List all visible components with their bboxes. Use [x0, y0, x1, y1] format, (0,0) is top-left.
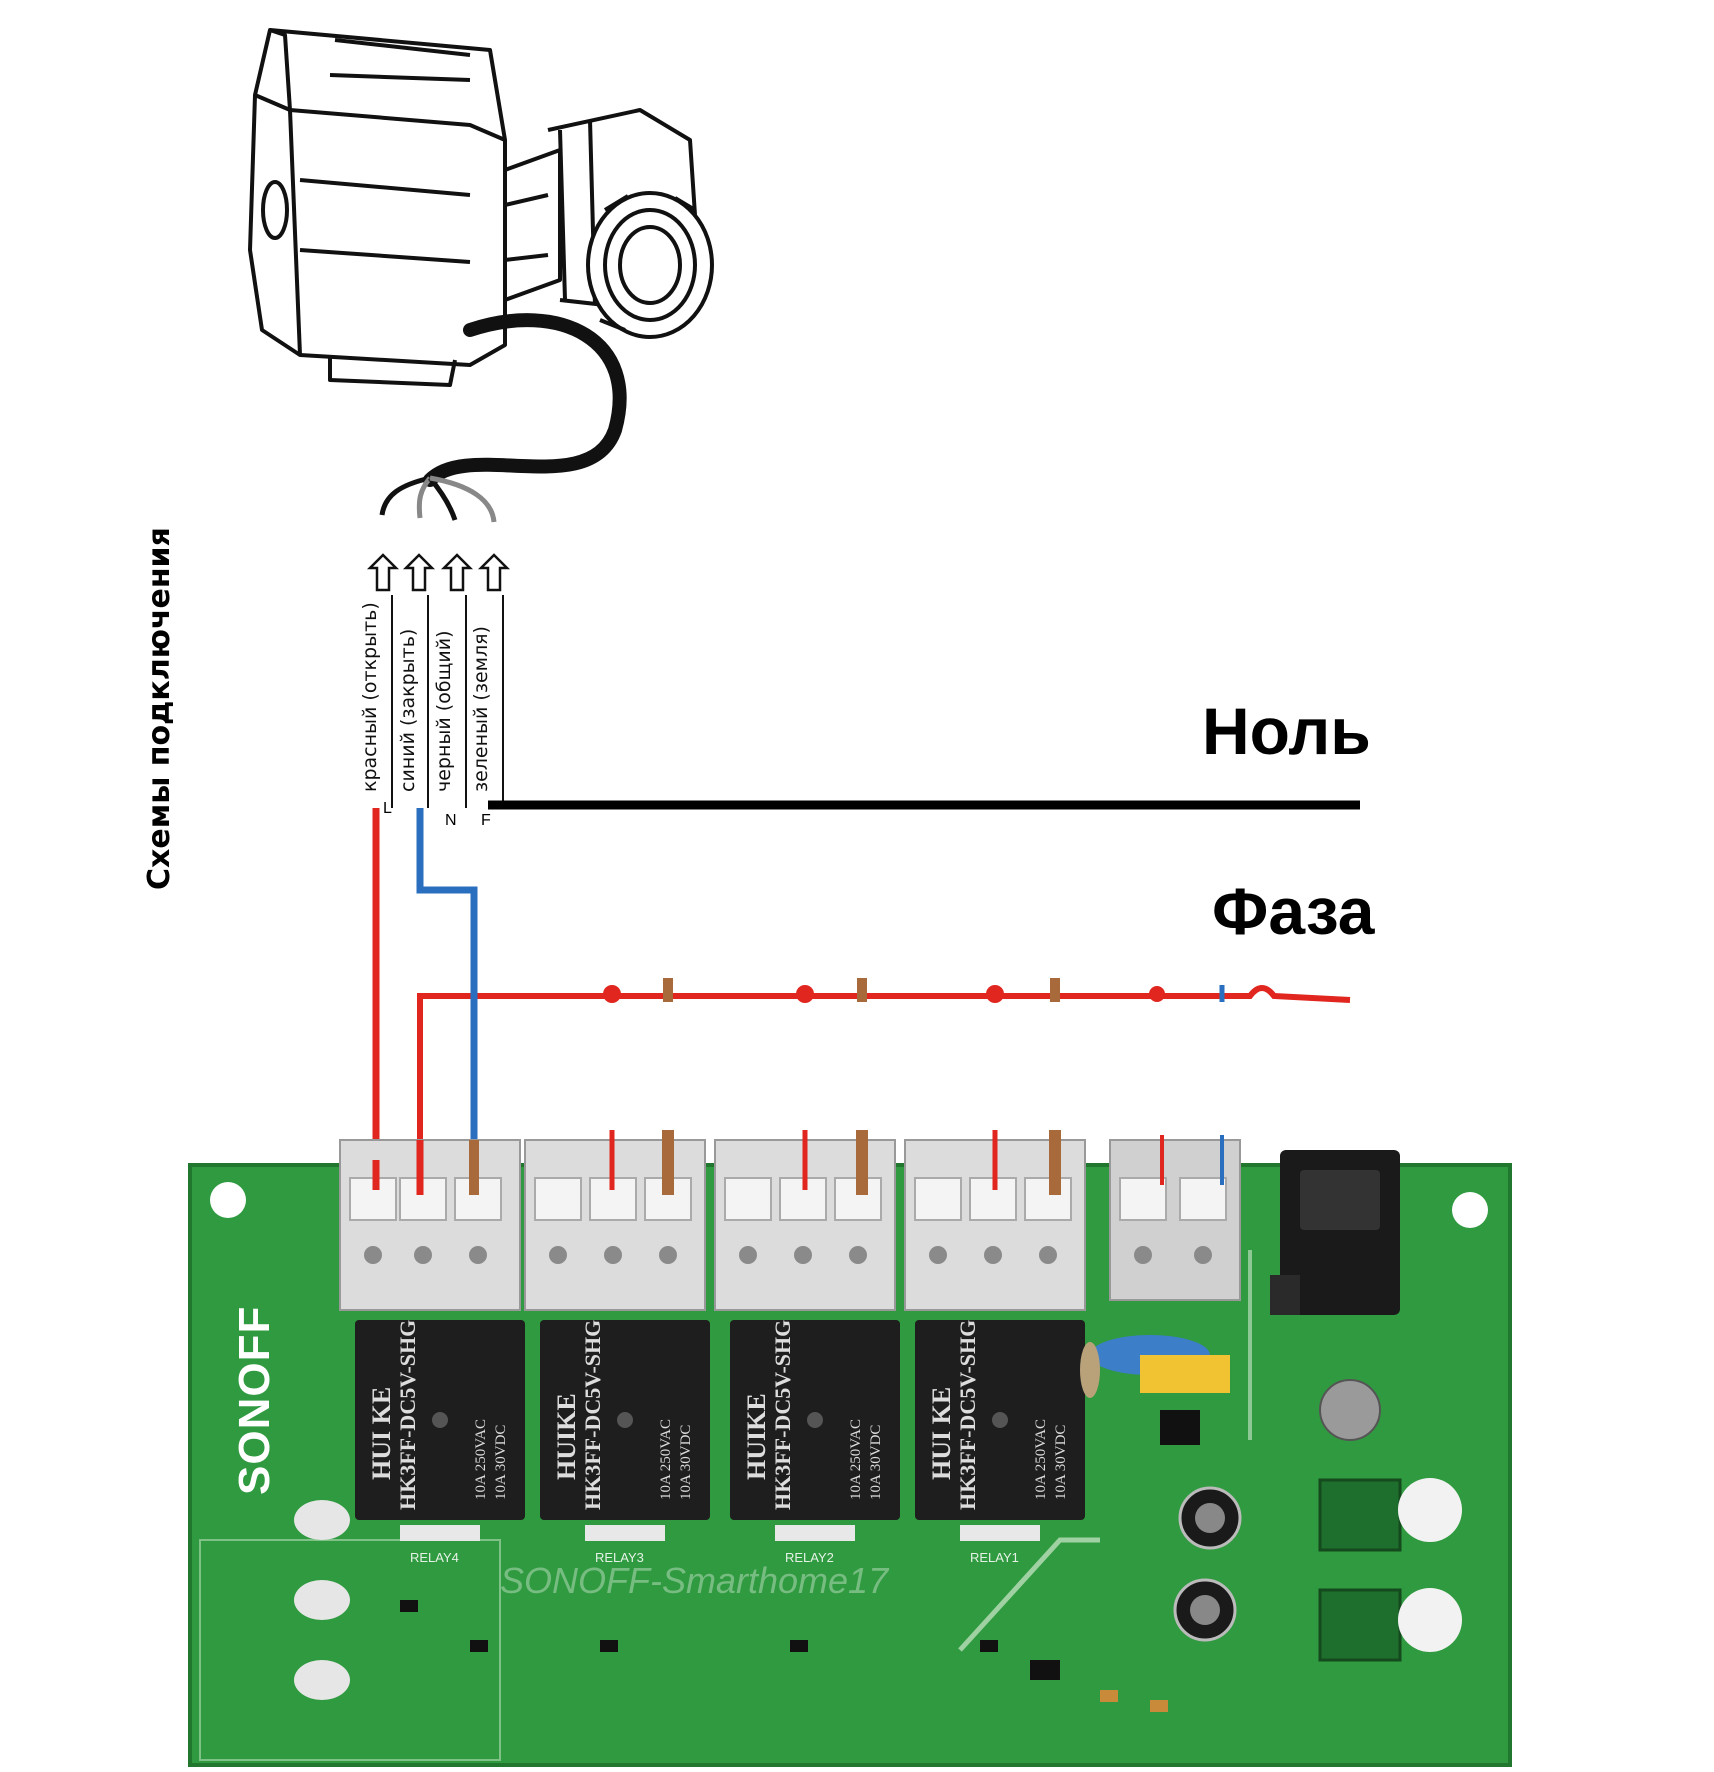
brown-stubs	[663, 978, 1060, 1002]
terminal-screw	[929, 1246, 947, 1264]
relay-model: HK3FF-DC5V-SHG	[955, 1319, 980, 1510]
wire-label-black: черный (общий)	[433, 630, 455, 792]
terminal-screw	[604, 1246, 622, 1264]
phase-label: Фаза	[1212, 874, 1375, 948]
wire-label-green: зеленый (земля)	[470, 626, 492, 792]
relay-socket	[400, 1525, 480, 1541]
relay-label: RELAY3	[595, 1550, 644, 1565]
phase-line	[417, 985, 1351, 1385]
terminal-screw	[469, 1246, 487, 1264]
neutral-label: Ноль	[1202, 694, 1371, 768]
terminal-lever	[1179, 1177, 1227, 1221]
terminal-mark-f: F	[481, 812, 491, 829]
relay-rating-dc: 10A 30VDC	[493, 1424, 509, 1500]
relay-rating-ac: 10A 250VAC	[848, 1419, 864, 1500]
relay-rating-ac: 10A 250VAC	[658, 1419, 674, 1500]
ball-valve-illustration	[248, 28, 714, 523]
terminal-mark-n: N	[445, 812, 457, 829]
relay-rating-ac: 10A 250VAC	[1033, 1419, 1049, 1500]
relay-dot	[807, 1412, 823, 1428]
wire-label-red: красный (открыть)	[359, 602, 381, 792]
terminal-screw	[1134, 1246, 1152, 1264]
relay-socket	[960, 1525, 1040, 1541]
arrow-1	[366, 553, 400, 592]
relay-label: RELAY1	[970, 1550, 1019, 1565]
dc-power-jack	[1270, 1150, 1400, 1315]
relay-brand: HUI KE	[927, 1386, 956, 1480]
relay-label: RELAY4	[410, 1550, 459, 1565]
relay-dot	[432, 1412, 448, 1428]
relays	[355, 1320, 1085, 1541]
wire-label-blue: синий (закрыть)	[397, 628, 419, 792]
relay-brand: HUIKE	[552, 1393, 581, 1480]
relay-rating-dc: 10A 30VDC	[678, 1424, 694, 1500]
terminal-screw	[364, 1246, 382, 1264]
wire-arrows	[366, 553, 511, 592]
terminal-lever	[534, 1177, 582, 1221]
relay-rating-dc: 10A 30VDC	[1053, 1424, 1069, 1500]
terminal-mark-l: L	[383, 800, 392, 817]
terminal-screw	[1194, 1246, 1212, 1264]
terminal-lever	[1024, 1177, 1072, 1221]
terminal-blocks	[339, 1139, 1241, 1311]
relay-brand: HUIKE	[742, 1393, 771, 1480]
relay-model: HK3FF-DC5V-SHG	[580, 1319, 605, 1510]
terminal-lever	[724, 1177, 772, 1221]
relay-label: RELAY2	[785, 1550, 834, 1565]
phase-taps	[603, 985, 1165, 1003]
relay-model: HK3FF-DC5V-SHG	[770, 1319, 795, 1510]
relay-dot	[992, 1412, 1008, 1428]
relay-dot	[617, 1412, 633, 1428]
relay-rating-ac: 10A 250VAC	[473, 1419, 489, 1500]
terminal-screw	[794, 1246, 812, 1264]
relay-brand: HUI KE	[367, 1386, 396, 1480]
terminal-screw	[1039, 1246, 1057, 1264]
terminal-screw	[984, 1246, 1002, 1264]
relay-socket	[775, 1525, 855, 1541]
relay-rating-dc: 10A 30VDC	[868, 1424, 884, 1500]
relay-socket	[585, 1525, 665, 1541]
terminal-screw	[414, 1246, 432, 1264]
board-brand-logo: SONOFF	[230, 1305, 279, 1495]
terminal-lever	[1119, 1177, 1167, 1221]
arrow-2	[402, 553, 436, 592]
wire-ticks	[391, 595, 504, 808]
terminal-lever	[914, 1177, 962, 1221]
terminal-screw	[659, 1246, 677, 1264]
terminal-screws	[364, 1246, 1212, 1264]
relay-model: HK3FF-DC5V-SHG	[395, 1319, 420, 1510]
terminal-wires	[372, 1130, 1224, 1195]
terminal-screw	[849, 1246, 867, 1264]
terminal-screw	[739, 1246, 757, 1264]
terminal-screw	[549, 1246, 567, 1264]
components	[294, 1335, 1462, 1712]
board-watermark: SONOFF-Smarthome17	[500, 1560, 889, 1601]
diagram-title: Схемы подключения	[142, 527, 177, 890]
blue-close-wire	[416, 808, 478, 1163]
arrow-3	[440, 553, 474, 592]
arrow-4	[477, 553, 511, 592]
